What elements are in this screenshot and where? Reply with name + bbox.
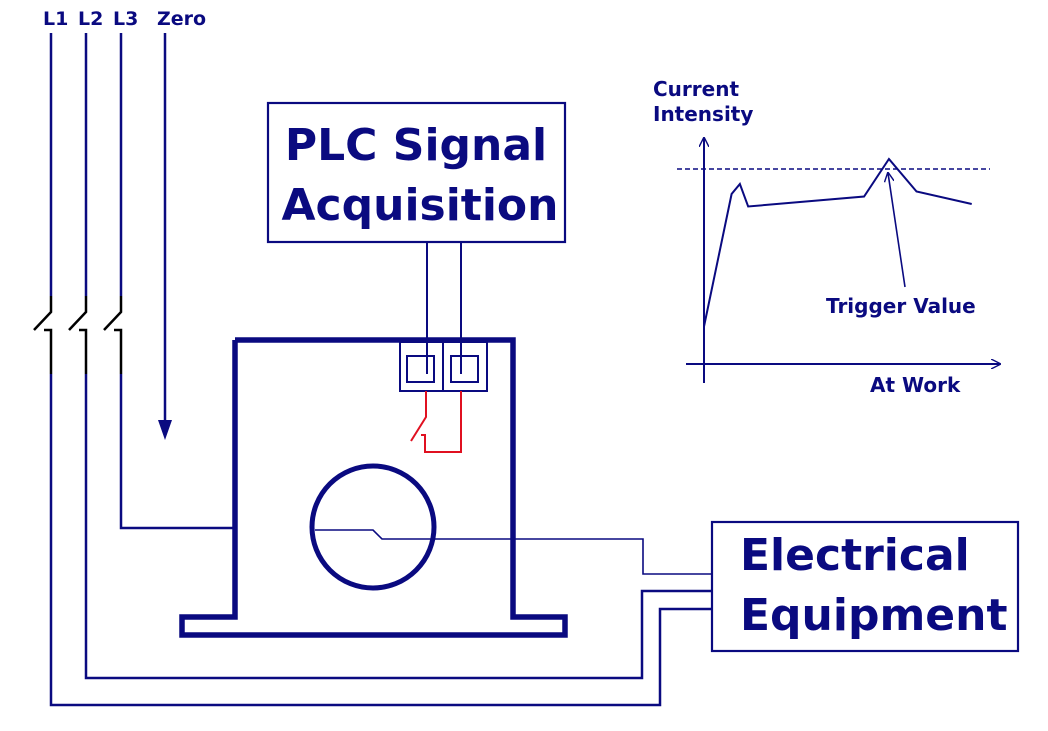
- terminal-block: [399, 341, 488, 392]
- label-zero: Zero: [157, 8, 206, 30]
- relay-contact: [410, 391, 462, 453]
- down-arrow-icon: [158, 420, 172, 440]
- label-l3: L3: [113, 8, 138, 30]
- chart-annotation: Trigger Value: [826, 294, 976, 318]
- wire-l1: [33, 33, 712, 707]
- electrical-equipment-box: [710, 520, 1020, 653]
- wire-through-core: [315, 529, 712, 575]
- chart-ylabel-line1: Current: [653, 77, 739, 101]
- wire-zero: [158, 33, 172, 440]
- wire-l3: [103, 33, 235, 530]
- chart-xlabel: At Work: [870, 373, 961, 397]
- transformer-core-ring: [309, 463, 437, 591]
- chart-ylabel-line2: Intensity: [653, 102, 753, 126]
- current-transformer-body: [179, 337, 568, 638]
- wire-l2: [68, 33, 712, 680]
- series-line-current: [703, 157, 972, 327]
- terminal-left: [406, 355, 435, 383]
- terminal-right: [450, 355, 479, 383]
- plc-label-line2: Acquisition: [282, 180, 559, 231]
- equipment-label-line1: Electrical: [740, 530, 970, 581]
- label-l2: L2: [78, 8, 103, 30]
- trigger-annotation-arrow: [888, 173, 906, 288]
- label-l1: L1: [43, 8, 68, 30]
- plc-label-line1: PLC Signal: [285, 120, 547, 171]
- equipment-label-line2: Equipment: [740, 590, 1008, 641]
- current-intensity-chart: Current Intensity At Work Trigger Value: [653, 77, 1000, 397]
- plc-signal-acquisition-box: [266, 101, 567, 244]
- signal-wires: [426, 242, 462, 374]
